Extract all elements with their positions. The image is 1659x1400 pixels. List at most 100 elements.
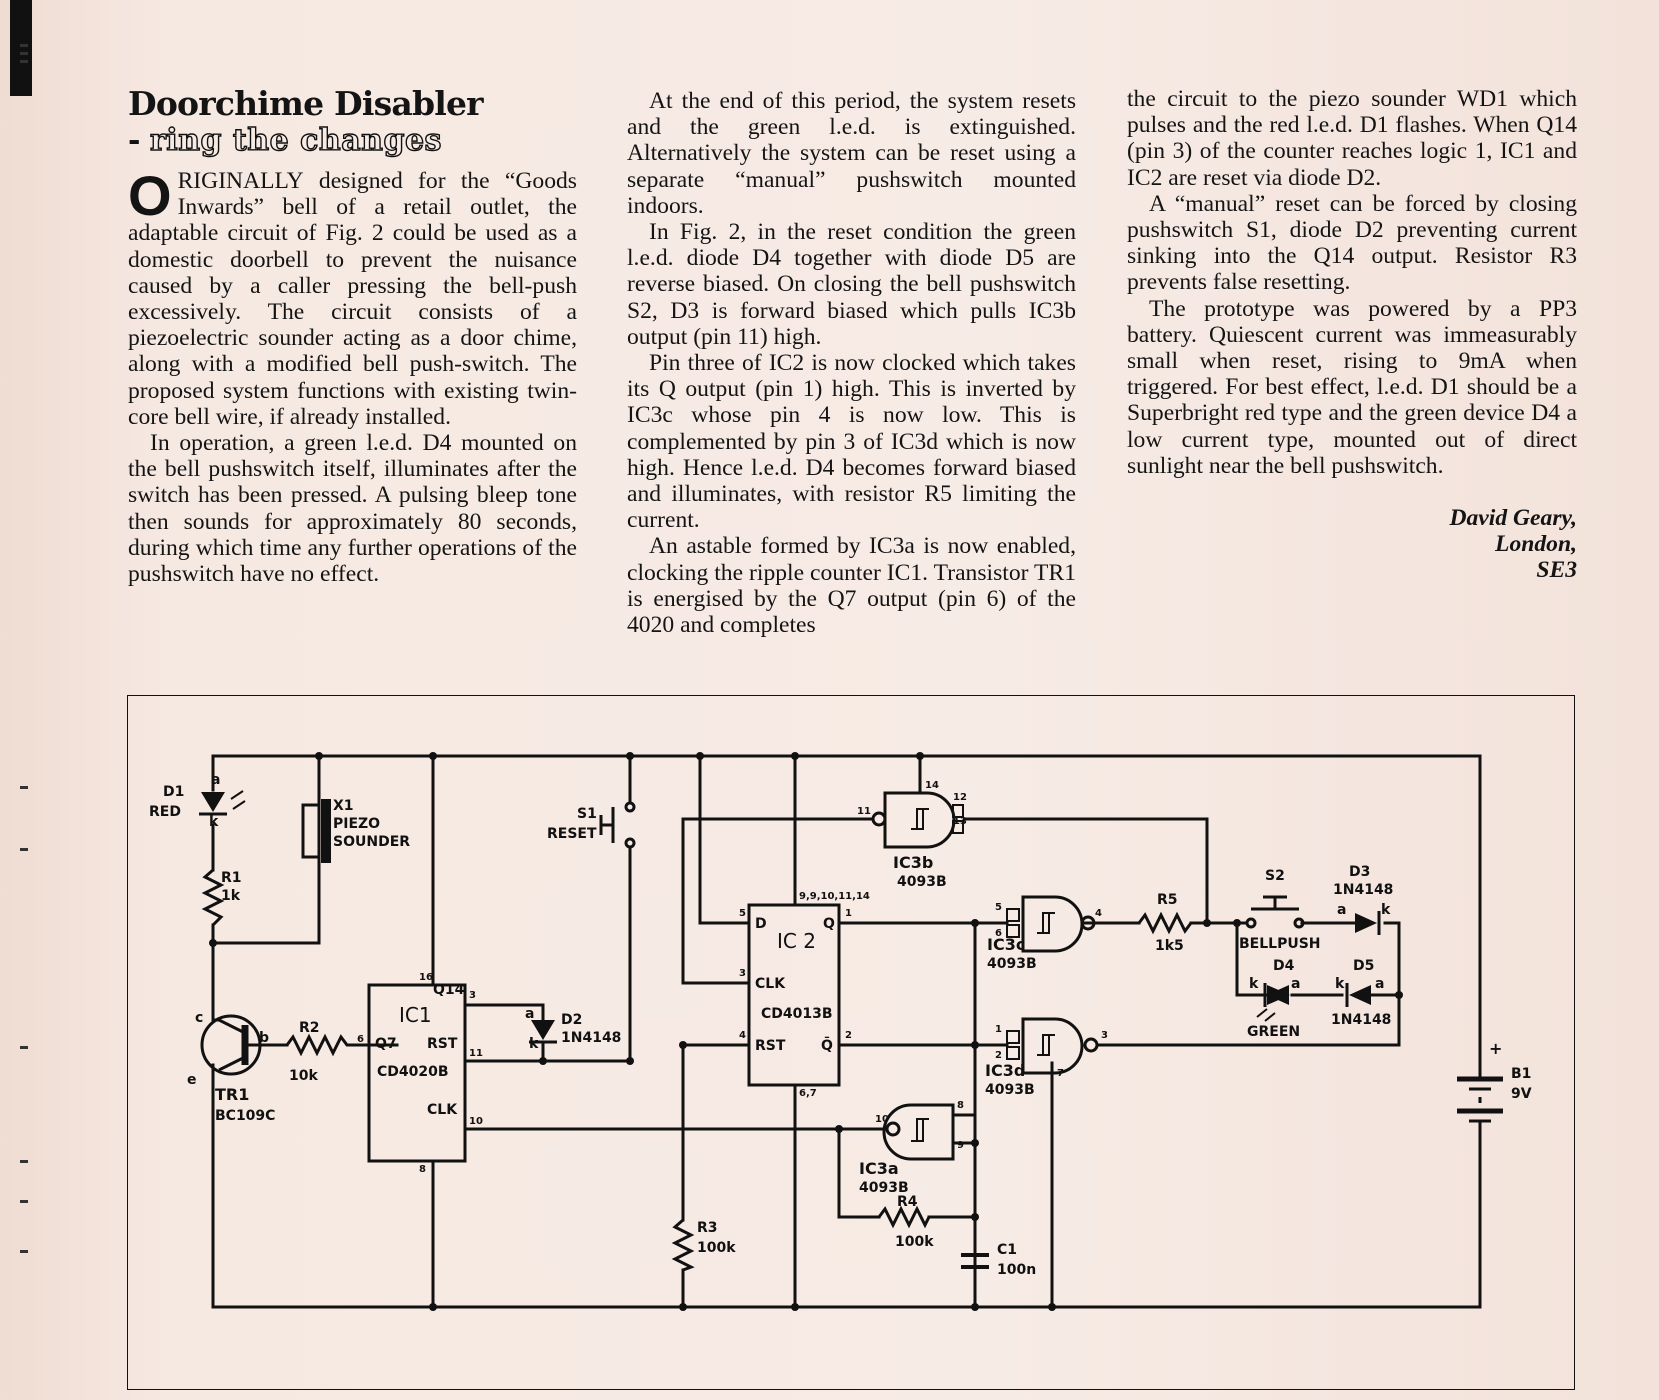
ic3a-pin-out: 10: [875, 1114, 889, 1125]
ic3a-pin-in1: 8: [957, 1100, 964, 1111]
paragraph: The prototype was powered by a PP3 batte…: [1127, 295, 1577, 479]
ic3c-part-label: 4093B: [987, 956, 1037, 972]
ic3c-ref-label: IC3c: [987, 935, 1026, 954]
r4-value-label: 100k: [895, 1234, 934, 1250]
r5-value-label: 1k5: [1155, 938, 1184, 954]
d2-value-label: 1N4148: [561, 1030, 622, 1046]
b1-ref-label: B1: [1511, 1066, 1532, 1082]
ic1-pin-clk: 10: [469, 1116, 483, 1127]
c1-capacitor-symbol: [961, 1253, 989, 1269]
tr1-c-label: c: [195, 1010, 204, 1026]
s1-value-label: RESET: [547, 826, 597, 842]
ic3c-pin-in2: 6: [995, 928, 1002, 939]
r5-resistor-symbol: [1137, 911, 1193, 935]
s1-switch-symbol: [599, 801, 636, 849]
author-postcode: SE3: [1536, 557, 1577, 584]
article-column-2: At the end of this period, the system re…: [627, 88, 1076, 638]
d5-cathode-label: k: [1335, 976, 1345, 992]
paragraph: Pin three of IC2 is now clocked which ta…: [627, 350, 1076, 534]
ic3b-pin-in1: 12: [953, 792, 967, 803]
d5-ref-label: D5: [1353, 958, 1375, 974]
ic2-pin-vss: 6,7: [799, 1088, 817, 1099]
d1-cathode-label: k: [209, 814, 219, 830]
ic3c-pin-in1: 5: [995, 902, 1002, 913]
c1-ref-label: C1: [997, 1242, 1018, 1258]
ic2-clk-label: CLK: [755, 976, 786, 992]
x1-line2-label: SOUNDER: [333, 834, 411, 850]
r2-value-label: 10k: [289, 1068, 318, 1084]
d1-value-label: RED: [149, 804, 181, 820]
ic2-d-label: D: [755, 916, 767, 932]
ic3d-ref-label: IC3d: [985, 1061, 1026, 1080]
b1-plus-label: +: [1489, 1039, 1503, 1058]
ic3b-pin-out: 11: [857, 806, 871, 817]
ic2-pin-qbar: 2: [845, 1030, 852, 1041]
ic3a-pin-in2: 9: [957, 1140, 964, 1151]
ic2-pin-vdd: 9,9,10,11,14: [799, 891, 870, 902]
ic1-pin-vdd: 16: [419, 972, 433, 983]
ic1-pin-q14: 3: [469, 990, 476, 1001]
x1-piezo-symbol: [301, 799, 331, 863]
ic1-pin-vss: 8: [419, 1164, 426, 1175]
d5-value-label: 1N4148: [1331, 1012, 1392, 1028]
ic3a-ref-label: IC3a: [859, 1159, 899, 1178]
paragraph: An astable formed by IC3a is now enabled…: [627, 533, 1076, 639]
paragraph: the circuit to the piezo sounder WD1 whi…: [1127, 86, 1577, 191]
ic1-body: [367, 983, 467, 1163]
ic3b-pin-in2: 13: [953, 816, 967, 827]
d3-anode-label: a: [1337, 902, 1347, 918]
ic3d-pin-out: 3: [1101, 1030, 1108, 1041]
ic3d-pin-in2: 2: [995, 1050, 1002, 1061]
author-city: London,: [1495, 531, 1577, 558]
d4-value-label: GREEN: [1247, 1024, 1301, 1040]
d2-ref-label: D2: [561, 1012, 583, 1028]
r1-resistor-symbol: [201, 868, 225, 927]
ic3d-part-label: 4093B: [985, 1082, 1035, 1098]
schematic-drawing: [127, 695, 1575, 1390]
s2-switch-symbol: [1245, 895, 1305, 929]
d3-value-label: 1N4148: [1333, 882, 1394, 898]
ic1-rst-label: RST: [427, 1036, 458, 1052]
ic1-pin-rst: 11: [469, 1048, 483, 1059]
r3-ref-label: R3: [697, 1220, 718, 1236]
ic3b-gate-symbol: [871, 791, 985, 849]
r3-resistor-symbol: [671, 1218, 695, 1272]
paragraph: A “manual” reset can be forced by closin…: [1127, 190, 1577, 296]
author-name: David Geary,: [1449, 505, 1577, 532]
d3-cathode-label: k: [1381, 902, 1391, 918]
r1-value-label: 1k: [221, 888, 241, 904]
c1-value-label: 100n: [997, 1262, 1037, 1278]
ic3a-gate-symbol: [882, 1103, 955, 1161]
d2-anode-label: a: [525, 1006, 535, 1022]
ic2-q-label: Q: [823, 916, 835, 932]
ic2-qbar-label: Q̄: [821, 1038, 833, 1054]
d1-ref-label: D1: [163, 784, 185, 800]
s2-value-label: BELLPUSH: [1239, 936, 1321, 952]
ic3a-part-label: 4093B: [859, 1180, 909, 1196]
b1-value-label: 9V: [1511, 1086, 1532, 1102]
r3-value-label: 100k: [697, 1240, 736, 1256]
d1-anode-label: a: [211, 772, 221, 788]
ic2-pin-rst: 4: [739, 1030, 746, 1041]
ic2-rst-label: RST: [755, 1038, 786, 1054]
tr1-transistor-symbol: [200, 1014, 262, 1076]
ic2-pin-clk: 3: [739, 968, 746, 979]
ic3d-gate-symbol: [1006, 1017, 1099, 1075]
ic1-q14-label: Q14: [433, 982, 465, 998]
article-column-3: the circuit to the piezo sounder WD1 whi…: [1127, 86, 1577, 583]
paragraph: In operation, a green l.e.d. D4 mounted …: [128, 430, 577, 588]
ic2-body: [747, 903, 841, 1087]
tr1-e-label: e: [187, 1072, 197, 1088]
ic2-pin-q: 1: [845, 908, 852, 919]
d3-ref-label: D3: [1349, 864, 1371, 880]
ic1-pin-q7: 6: [357, 1034, 364, 1045]
s2-ref-label: S2: [1265, 868, 1285, 884]
page-spine-edge: [0, 0, 34, 1400]
d5-diode-symbol: [1345, 983, 1371, 1007]
ic2-ref-label: IC 2: [777, 929, 816, 953]
drop-cap: O: [128, 164, 172, 227]
d5-anode-label: a: [1375, 976, 1385, 992]
ic3c-gate-symbol: [1006, 895, 1096, 953]
